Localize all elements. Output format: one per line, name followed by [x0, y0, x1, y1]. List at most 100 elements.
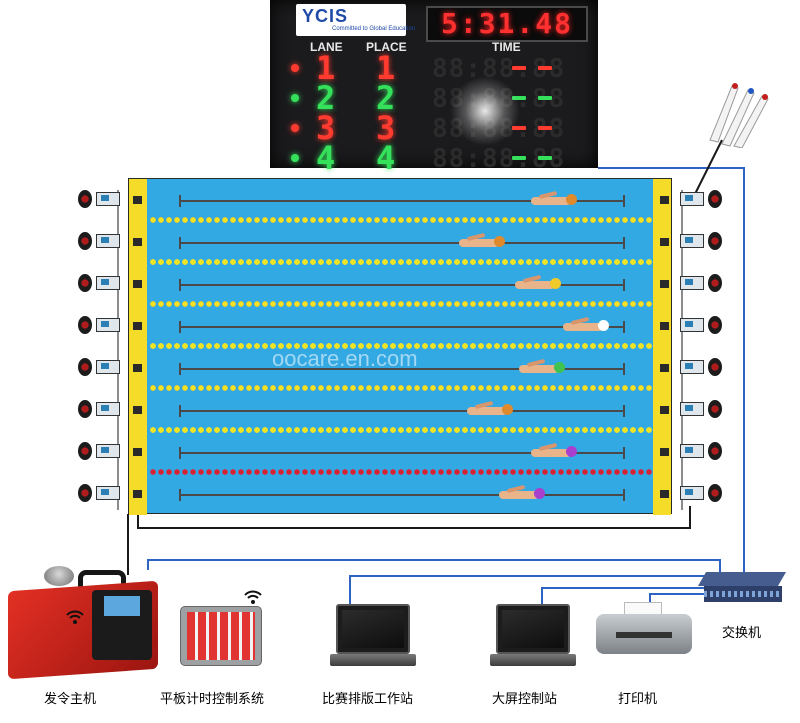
place-number: 2	[376, 79, 396, 117]
touchpad-sensor-right	[676, 230, 722, 252]
screen-control-laptop	[490, 604, 576, 668]
place-number: 4	[376, 139, 396, 177]
wire-pool-bottom	[137, 506, 691, 529]
touchpad-sensor-right	[676, 398, 722, 420]
pool-lane	[129, 301, 673, 349]
laptop-base	[330, 654, 416, 666]
sensor-box	[680, 276, 704, 290]
lane-number: 1	[316, 49, 336, 87]
time-dash	[538, 126, 552, 130]
switch-top	[697, 572, 787, 586]
swimmer-body	[515, 281, 555, 289]
starter-label: 发令主机	[44, 692, 97, 707]
place-header: PLACE	[366, 40, 407, 54]
lane-rope	[149, 217, 653, 223]
touchpad-sensor-right	[676, 272, 722, 294]
touchpad-marker	[660, 364, 669, 372]
speaker-icon	[78, 484, 92, 502]
touchpad-sensor-left	[78, 272, 124, 294]
speaker-icon	[708, 442, 722, 460]
lane-guide-line	[179, 489, 625, 501]
swim-cap	[502, 404, 513, 415]
speaker-icon	[708, 400, 722, 418]
switch-ports	[704, 586, 782, 602]
scoreboard: YCIS Committed to Global Education 5:31.…	[270, 0, 598, 174]
speaker-icon	[78, 316, 92, 334]
logo-subtext: Committed to Global Education	[332, 26, 416, 32]
touchpad-sensor-left	[78, 314, 124, 336]
swimming-pool	[128, 178, 673, 515]
switch-label: 交换机	[722, 626, 762, 641]
network-wires	[147, 167, 745, 610]
speaker-icon	[708, 190, 722, 208]
swimmer-body	[519, 365, 559, 373]
tablet-label: 平板计时控制系统	[160, 692, 265, 707]
race-clock: 5:31.48	[426, 6, 588, 42]
swimmer-body	[531, 449, 571, 457]
touchpad-sensor-right	[676, 482, 722, 504]
swim-cap	[566, 194, 577, 205]
sensor-box	[96, 276, 120, 290]
swimmer	[519, 358, 565, 375]
swim-cap	[566, 446, 577, 457]
touchpad-sensor-right	[676, 188, 722, 210]
sensor-box	[96, 444, 120, 458]
swim-cap	[534, 488, 545, 499]
speaker-icon	[708, 358, 722, 376]
tablet-screen	[187, 612, 255, 660]
speaker-icon	[78, 400, 92, 418]
time-dash	[512, 156, 526, 160]
swimmer-body	[499, 491, 539, 499]
starter-screen	[104, 596, 140, 616]
lane-indicator-dot	[291, 94, 299, 102]
swimmer	[459, 232, 505, 249]
swimmer	[515, 274, 561, 291]
sensor-box	[680, 486, 704, 500]
wire-printer	[649, 593, 704, 602]
lane-indicator-dot	[291, 124, 299, 132]
touchpad-marker	[133, 448, 142, 456]
touchpad-sensor-right	[676, 314, 722, 336]
watermark: oocare.en.com	[272, 346, 418, 371]
lane-guide-line	[179, 195, 625, 207]
lane-guide-line	[179, 447, 625, 459]
lane-guide-line	[179, 237, 625, 249]
sensor-box	[680, 234, 704, 248]
sensor-box	[96, 360, 120, 374]
sensor-box	[96, 192, 120, 206]
touchpad-marker	[133, 238, 142, 246]
speaker-icon	[78, 274, 92, 292]
speaker-icon	[78, 190, 92, 208]
touchpad-marker	[660, 406, 669, 414]
time-dash	[512, 66, 526, 70]
speaker-icon	[78, 358, 92, 376]
printer-slot	[616, 632, 672, 638]
layout-station-label: 比赛排版工作站	[322, 692, 414, 707]
swimmer	[499, 484, 545, 501]
sensor-box	[680, 192, 704, 206]
starter-unit	[8, 566, 158, 680]
touchpad-sensor-right	[676, 440, 722, 462]
screen-control-label: 大屏控制站	[492, 692, 558, 707]
swim-cap	[598, 320, 609, 331]
wire-stylus	[693, 139, 723, 197]
swimmer-body	[531, 197, 571, 205]
swimmer-body	[563, 323, 603, 331]
left-touchpad-strip	[129, 179, 147, 515]
touchpad-marker	[133, 322, 142, 330]
lane-rope	[149, 427, 653, 433]
time-header: TIME	[492, 40, 521, 54]
speaker-icon	[708, 232, 722, 250]
wifi-icon	[66, 610, 84, 626]
swim-cap	[494, 236, 505, 247]
touchpad-sensor-left	[78, 230, 124, 252]
time-dash	[538, 156, 552, 160]
laptop-base	[490, 654, 576, 666]
starter-horn-icon	[44, 566, 74, 586]
sensor-box	[96, 486, 120, 500]
sensor-box	[96, 234, 120, 248]
right-touchpad-strip	[653, 179, 671, 515]
touchpad-sensor-left	[78, 356, 124, 378]
touchpad-marker	[660, 448, 669, 456]
speaker-icon	[78, 232, 92, 250]
